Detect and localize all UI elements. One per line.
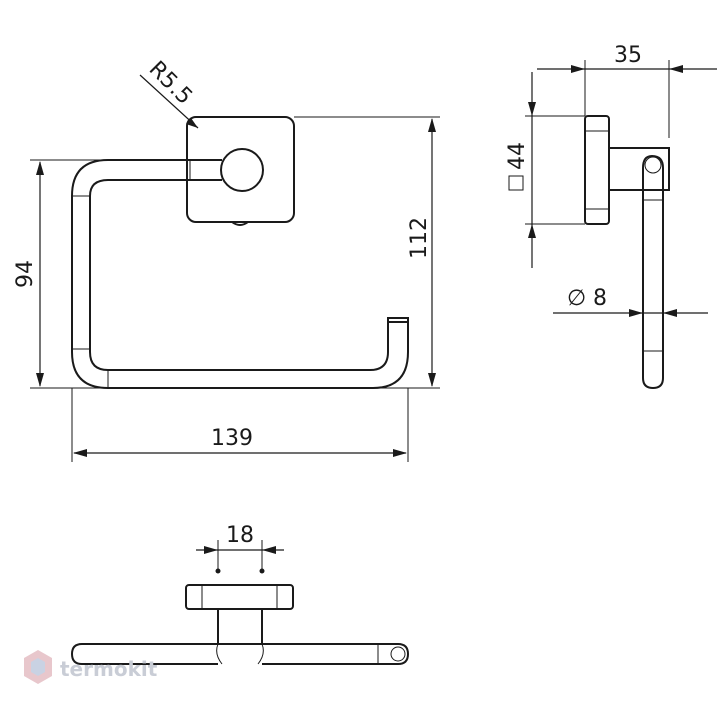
- side-wall-plate: [584, 115, 610, 225]
- dim-label-diameter: 8: [593, 286, 607, 311]
- front-ring-outer: [71, 159, 409, 389]
- side-view: 35 44 ∅ 8: [505, 43, 717, 390]
- dim-112-arrow-top: [428, 118, 436, 132]
- top-rod-end-ring: [390, 646, 406, 662]
- front-view: R5.5 112 94 139: [13, 57, 440, 462]
- dim-18-arrow-left: [204, 546, 218, 554]
- dim-diameter-arrow-right: [663, 309, 677, 317]
- side-rod-top-ring: [644, 156, 662, 174]
- dim-label-44: 44: [505, 142, 530, 170]
- dim-35-arrow-left: [571, 65, 585, 73]
- watermark: termokit: [24, 650, 158, 684]
- dim-diameter-arrow-left: [629, 309, 643, 317]
- dim-label-35: 35: [614, 43, 642, 68]
- dim-18-dot-right: [259, 568, 265, 574]
- dim-label-radius: R5.5: [144, 57, 197, 110]
- top-post: [217, 608, 263, 645]
- top-view: 18: [70, 523, 410, 665]
- diameter-symbol-icon: ∅: [567, 286, 586, 311]
- dim-18-dot-left: [215, 568, 221, 574]
- dim-112-arrow-bottom: [428, 373, 436, 387]
- dim-94-arrow-bottom: [36, 373, 44, 387]
- dim-label-94: 94: [13, 260, 38, 288]
- dim-35-arrow-right: [669, 65, 683, 73]
- dim-139-arrow-right: [393, 449, 407, 457]
- dim-label-18: 18: [226, 523, 254, 548]
- dim-label-139: 139: [211, 426, 253, 451]
- dim-44-arrow-bottom: [528, 224, 536, 238]
- top-rod: [70, 643, 410, 665]
- front-plate-screw: [231, 221, 249, 226]
- square-symbol-icon: [508, 175, 524, 191]
- side-post: [608, 147, 670, 191]
- side-rod: [642, 154, 664, 390]
- watermark-brand: termokit: [60, 657, 158, 681]
- hexagon-logo-inner: [31, 658, 45, 676]
- dim-94-arrow-top: [36, 161, 44, 175]
- dim-18-arrow-right: [262, 546, 276, 554]
- dim-line-radius: [139, 74, 199, 129]
- front-post-circle: [220, 148, 264, 192]
- dim-label-112: 112: [407, 217, 432, 259]
- dim-44-arrow-top: [528, 102, 536, 116]
- top-rod-break: [216, 643, 264, 665]
- dim-radius-arrow: [186, 118, 198, 128]
- front-wall-plate: [186, 116, 295, 223]
- dim-139-arrow-left: [73, 449, 87, 457]
